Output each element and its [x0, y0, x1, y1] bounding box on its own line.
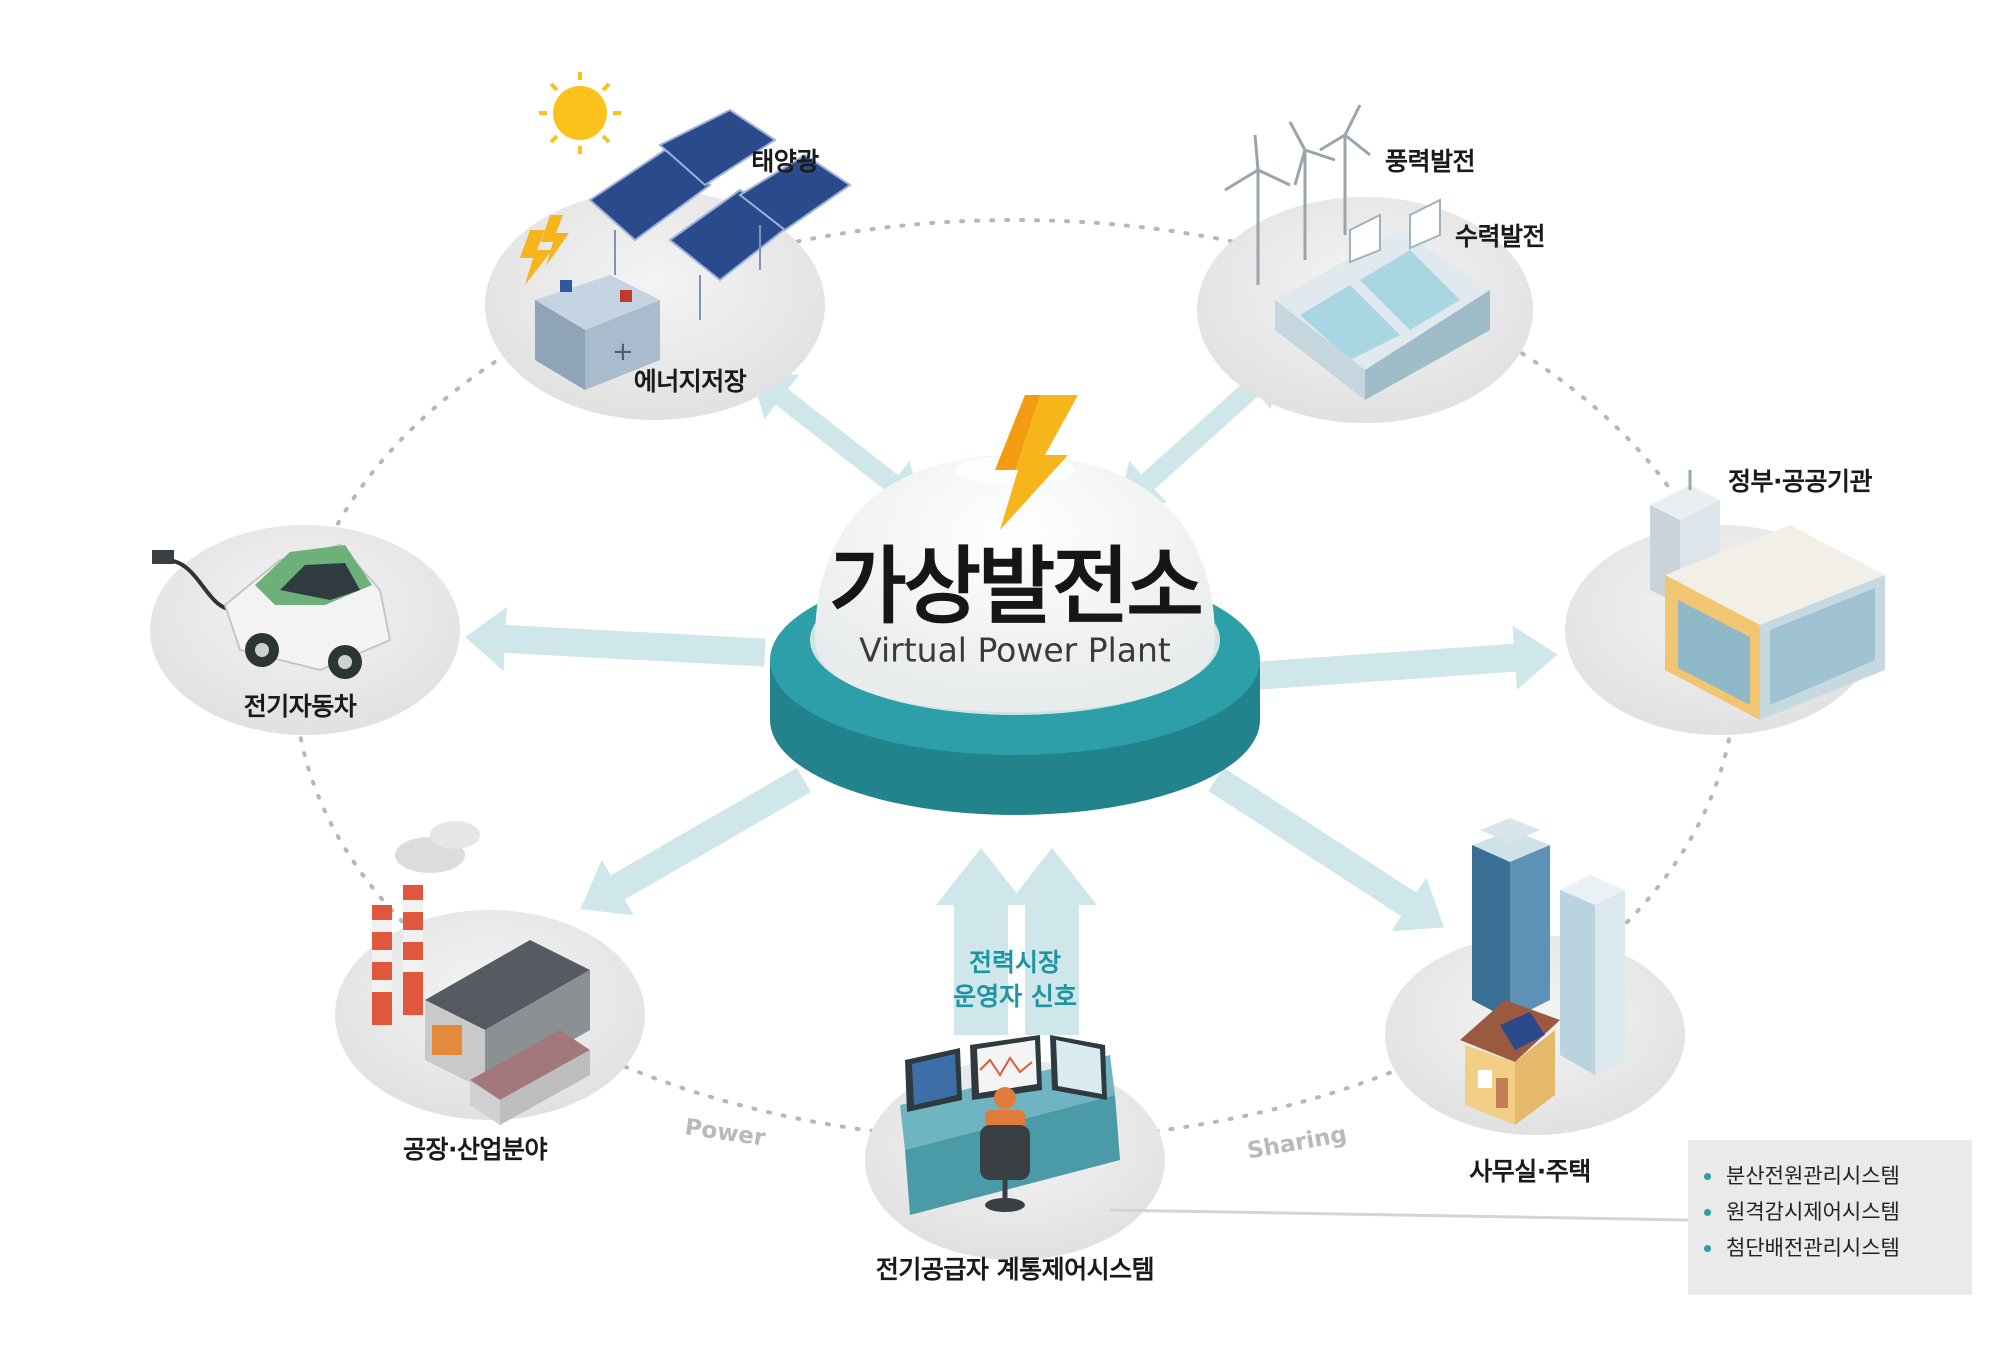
systems-box: 분산전원관리시스템 원격감시제어시스템 첨단배전관리시스템 [1688, 1140, 1972, 1295]
wind-hydro-illustration [1224, 104, 1490, 400]
factory-illustration [372, 821, 590, 1125]
arrow-signal-left [936, 848, 1026, 1035]
government-illustration [1650, 470, 1885, 720]
signal-label: 전력시장 운영자 신호 [953, 946, 1077, 1014]
system-item-label: 첨단배전관리시스템 [1726, 1236, 1900, 1260]
office-illustration [1460, 818, 1625, 1125]
label-government: 정부·공공기관 [1728, 467, 1873, 496]
flow-arrows [465, 361, 1558, 1035]
tower-icon [1472, 818, 1625, 1075]
system-item: 원격감시제어시스템 [1704, 1194, 1972, 1230]
house-icon [1460, 1000, 1560, 1125]
control-illustration [900, 1035, 1120, 1215]
dam-icon [1275, 198, 1490, 400]
signal-line-1: 전력시장 [968, 948, 1061, 977]
label-factory: 공장·산업분야 [403, 1135, 548, 1164]
bullet-icon [1704, 1173, 1711, 1180]
system-item: 분산전원관리시스템 [1704, 1158, 1972, 1194]
building-icon [1665, 525, 1885, 720]
label-hydro: 수력발전 [1454, 222, 1546, 251]
bullet-icon [1704, 1209, 1711, 1216]
arrow-signal-right [1007, 848, 1097, 1035]
chimney-icon [372, 821, 480, 1025]
system-item-label: 원격감시제어시스템 [1726, 1200, 1900, 1224]
vpp-hub [770, 395, 1260, 815]
bullet-icon [1704, 1245, 1711, 1252]
label-solar: 태양광 [751, 147, 819, 176]
arrow-government [1254, 625, 1558, 690]
car-icon [223, 543, 392, 679]
systems-list: 분산전원관리시스템 원격감시제어시스템 첨단배전관리시스템 [1704, 1158, 1972, 1266]
label-storage: 에너지저장 [633, 367, 747, 396]
label-ev: 전기자동차 [243, 692, 357, 721]
arrow-factory [580, 767, 811, 916]
hub-dome [815, 455, 1215, 712]
arrow-office [1208, 767, 1445, 932]
system-item-label: 분산전원관리시스템 [1726, 1164, 1900, 1188]
plug-icon [152, 550, 174, 564]
label-grid-control: 전기공급자 계통제어시스템 [875, 1255, 1155, 1284]
ev-illustration [152, 543, 392, 679]
operator-icon [980, 1087, 1030, 1212]
wind-turbine-icon [1224, 104, 1371, 285]
label-office: 사무실·주택 [1469, 1157, 1591, 1186]
battery-icon: + [535, 275, 660, 390]
svg-text:+: + [612, 337, 634, 367]
sun-icon [553, 86, 607, 140]
solar-illustration: + [520, 72, 852, 390]
spark-icon [520, 230, 552, 285]
hub-subtitle: Virtual Power Plant [859, 630, 1171, 670]
monitor-icon [905, 1035, 1107, 1112]
arrow-ev [465, 607, 766, 671]
solar-panel-icon [588, 108, 852, 282]
hub-title: 가상발전소 [829, 537, 1203, 636]
signal-line-2: 운영자 신호 [953, 982, 1077, 1011]
system-item: 첨단배전관리시스템 [1704, 1230, 1972, 1266]
label-wind: 풍력발전 [1384, 147, 1476, 176]
